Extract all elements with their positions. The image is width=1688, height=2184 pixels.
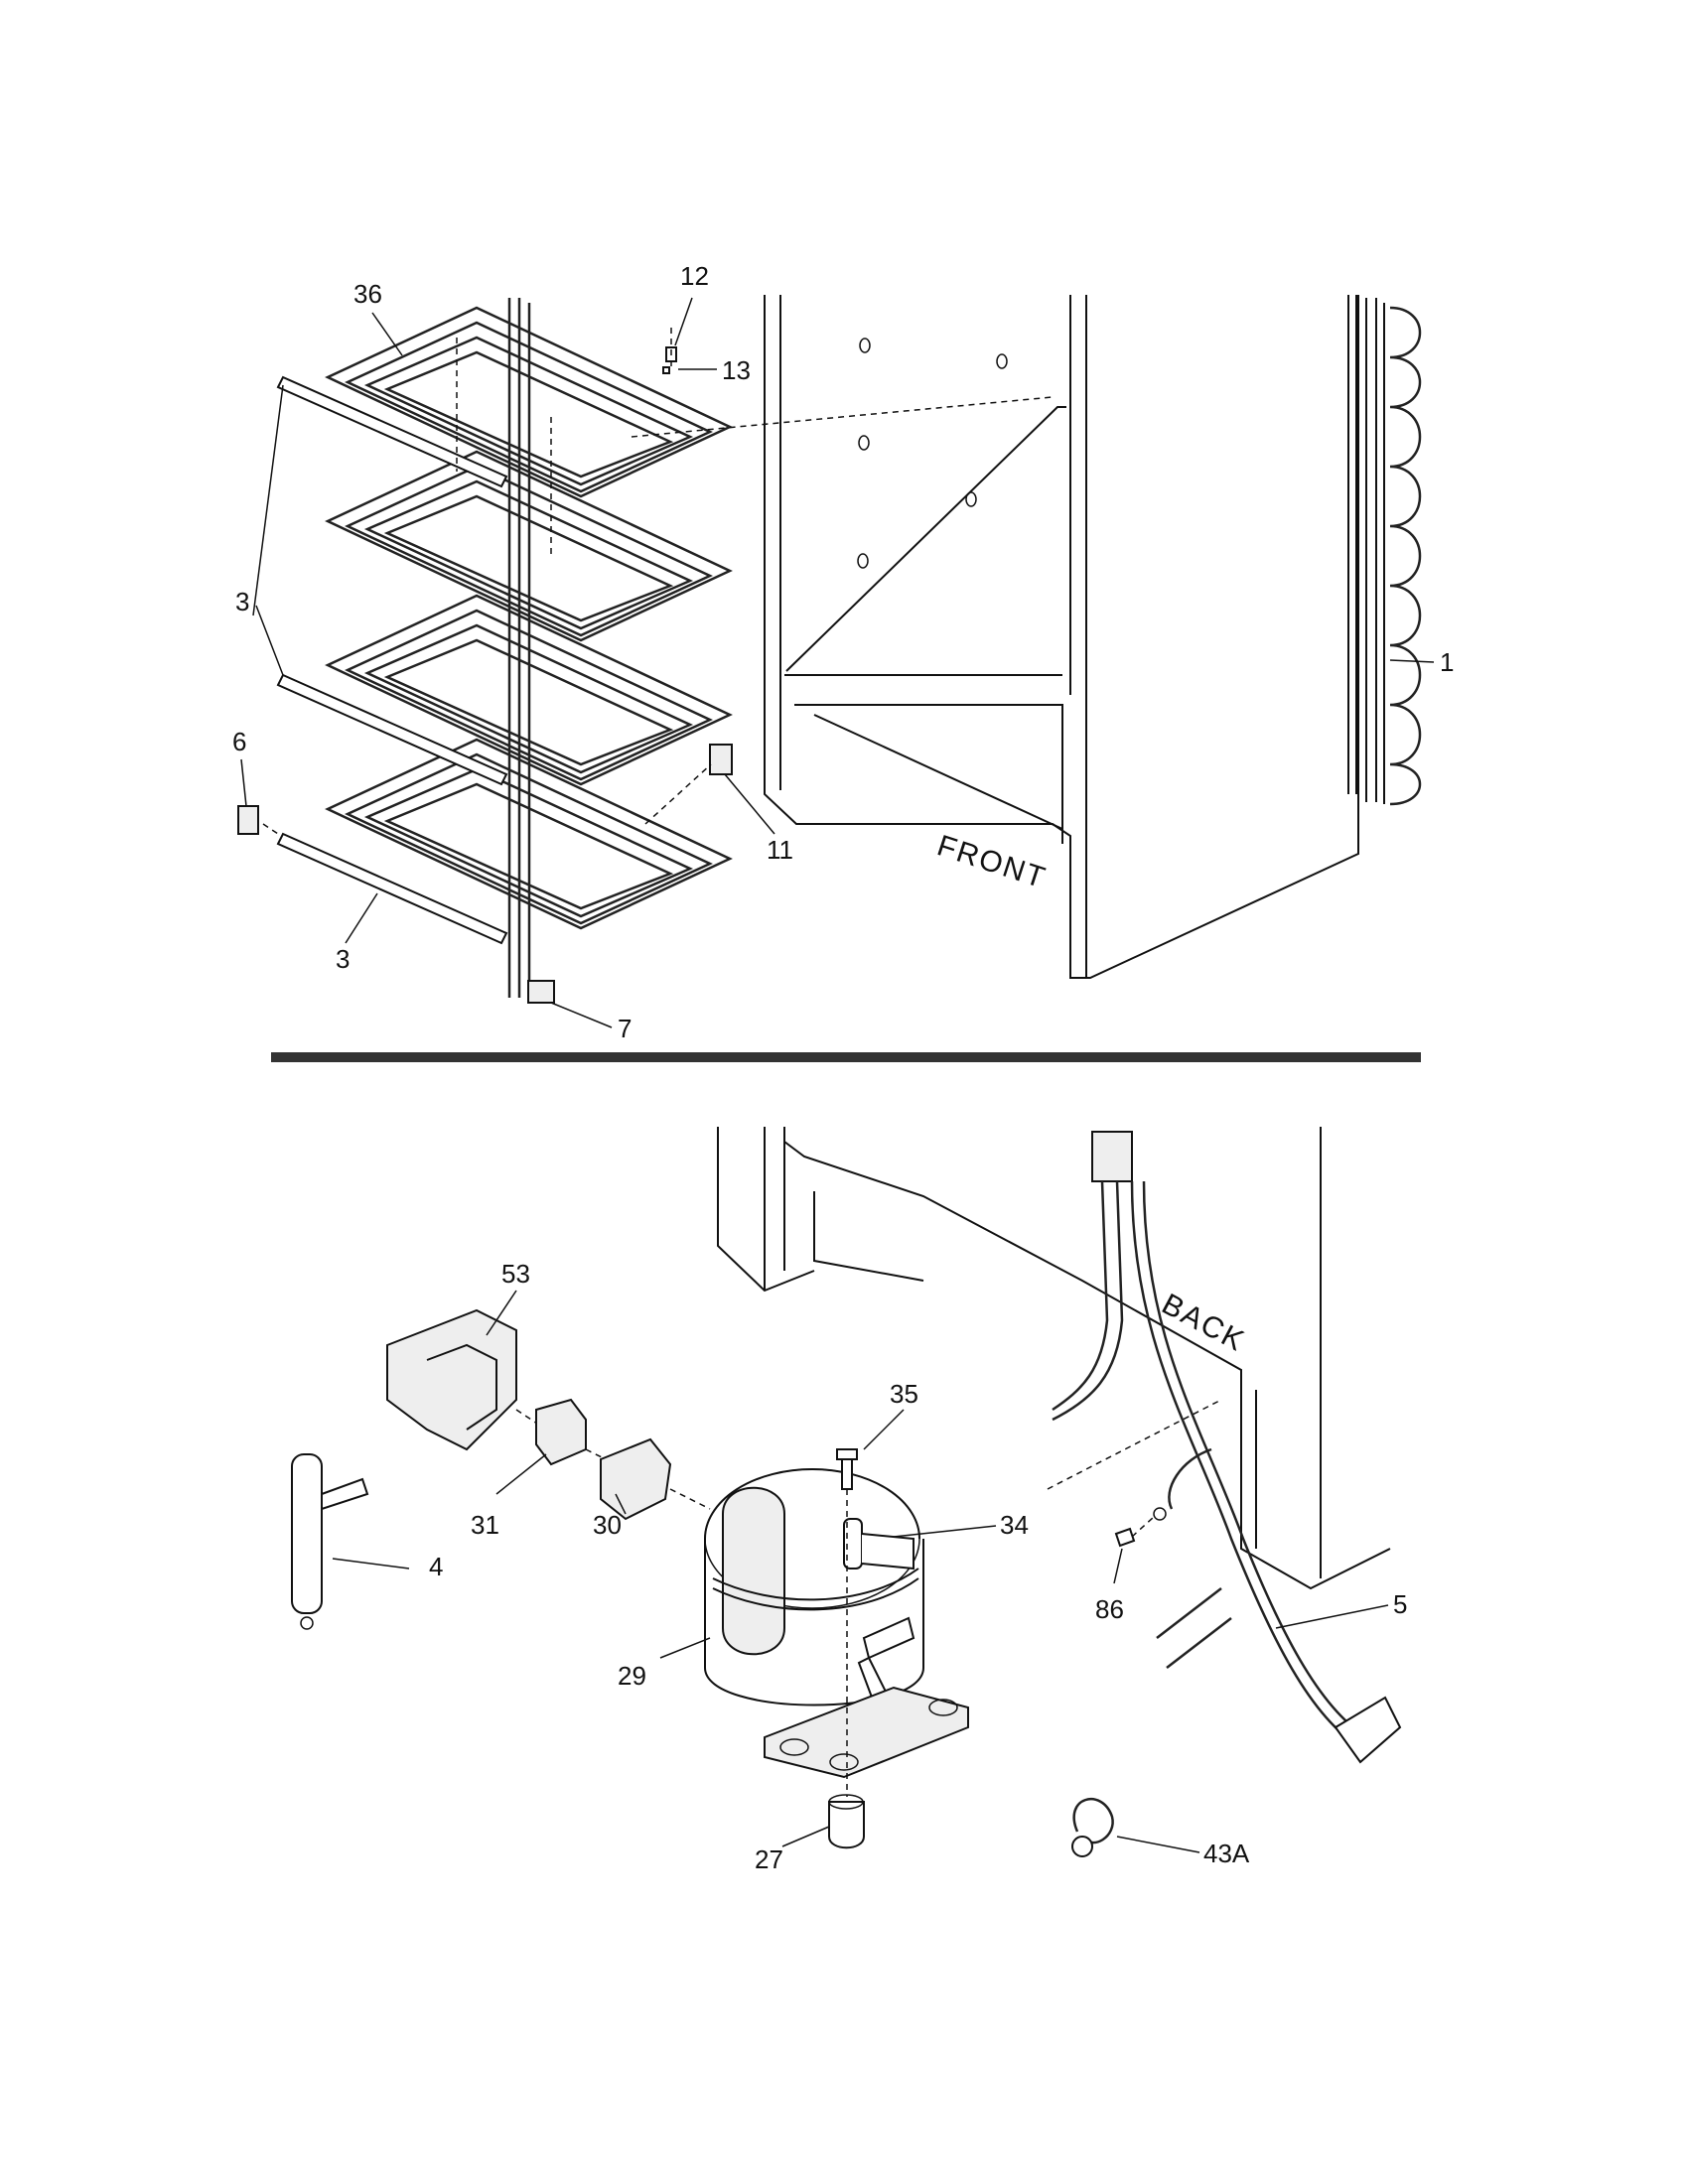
callout-5: 5 bbox=[1393, 1589, 1407, 1619]
callout-29: 29 bbox=[618, 1661, 646, 1691]
callout-3-upper: 3 bbox=[235, 587, 249, 616]
callout-86: 86 bbox=[1095, 1594, 1124, 1624]
relay-cover bbox=[386, 1308, 547, 1451]
compressor-mount-hardware bbox=[828, 1448, 865, 1849]
plug-end bbox=[1334, 1696, 1402, 1764]
bolt-35 bbox=[836, 1448, 858, 1460]
callout-3-lower: 3 bbox=[336, 944, 350, 974]
callout-36: 36 bbox=[353, 279, 382, 309]
connector-plug bbox=[1091, 1131, 1133, 1182]
cabinet-front-view: FRONT bbox=[764, 295, 1359, 979]
callout-12: 12 bbox=[680, 261, 709, 291]
bracket-11 bbox=[709, 744, 733, 775]
callout-11: 11 bbox=[767, 835, 793, 865]
condenser-coil bbox=[1347, 295, 1422, 806]
callout-31: 31 bbox=[471, 1510, 499, 1540]
power-cord bbox=[1047, 1131, 1402, 1764]
shelf-hardware bbox=[237, 328, 1054, 1004]
evaporator-shelves bbox=[325, 298, 733, 998]
ground-screw bbox=[1114, 1507, 1167, 1548]
callout-27: 27 bbox=[755, 1844, 783, 1874]
callout-4: 4 bbox=[429, 1552, 443, 1581]
compressor bbox=[704, 1468, 969, 1779]
filter-drier bbox=[291, 1453, 369, 1630]
callout-34: 34 bbox=[1000, 1510, 1029, 1540]
callout-43a: 43A bbox=[1203, 1839, 1250, 1868]
front-label: FRONT bbox=[933, 829, 1051, 894]
callout-1: 1 bbox=[1440, 647, 1454, 677]
leader-lines-top bbox=[240, 297, 1435, 1028]
shelf-4 bbox=[325, 738, 733, 930]
callout-7: 7 bbox=[618, 1014, 632, 1043]
shelf-rails bbox=[276, 375, 508, 945]
relay bbox=[535, 1398, 607, 1466]
overload-protector bbox=[600, 1437, 711, 1521]
cable-clamp bbox=[1071, 1798, 1114, 1857]
clip-7 bbox=[527, 980, 555, 1004]
callout-13: 13 bbox=[722, 355, 751, 385]
screw-13 bbox=[662, 366, 670, 374]
leader-lines-bottom bbox=[332, 1290, 1389, 1853]
callout-numbers: 36 12 13 3 3 6 11 1 7 53 35 34 31 30 4 2… bbox=[232, 261, 1454, 1874]
callout-30: 30 bbox=[593, 1510, 622, 1540]
grommet-27 bbox=[828, 1801, 865, 1849]
callout-35: 35 bbox=[890, 1379, 918, 1409]
callout-53: 53 bbox=[501, 1259, 530, 1289]
section-divider bbox=[271, 1052, 1421, 1062]
clip-6 bbox=[237, 805, 259, 835]
callout-6: 6 bbox=[232, 727, 246, 756]
